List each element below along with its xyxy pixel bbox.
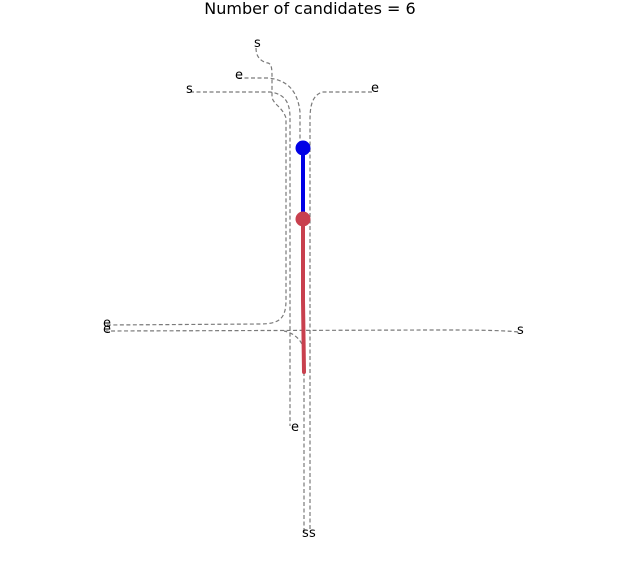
end-label: e [103,322,111,337]
blue-track-marker [295,140,311,156]
end-label: e [103,316,111,331]
end-label: e [291,420,299,435]
end-label: e [235,68,243,83]
start-label: s [302,526,309,541]
candidate-path-2 [238,77,301,150]
red-track-line [301,217,306,374]
start-label: s [309,526,316,541]
figure-title: Number of candidates = 6 [204,0,415,18]
start-label: s [517,323,524,338]
start-label: s [186,82,193,97]
candidate-path-5 [105,329,519,333]
start-label: s [254,36,261,51]
red-track-marker [295,211,311,227]
candidate-path-3 [190,91,291,426]
candidate-path-1 [105,47,287,326]
candidate-path-4 [309,91,372,532]
end-label: e [371,81,379,96]
